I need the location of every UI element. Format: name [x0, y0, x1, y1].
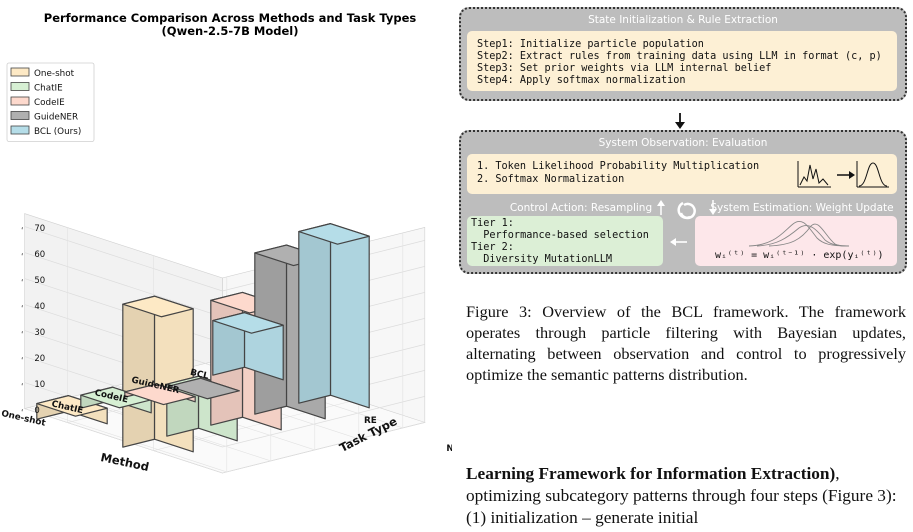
bar-left-face: [122, 295, 156, 448]
chart-subtitle: (Qwen-2.5-7B Model): [162, 24, 299, 38]
bar-codeie-re: [124, 383, 196, 406]
step-4: Step4: Apply softmax normalization: [477, 75, 686, 86]
z-tick-label: 0: [34, 406, 39, 416]
state-initialization-title: State Initialization & Rule Extraction: [588, 14, 778, 26]
z-tick-label: 70: [34, 224, 45, 234]
figure-caption: Figure 3: Overview of the BCL framework.…: [466, 302, 906, 384]
z-tick-label: 20: [34, 354, 45, 364]
legend-swatch: [10, 111, 30, 120]
z-tick-label: 50: [34, 276, 45, 286]
section-text: Learning Framework for Information Extra…: [466, 463, 911, 529]
tier-2-label: Tier 2:: [471, 242, 514, 253]
performance-chart: Performance Comparison Across Methods an…: [0, 0, 452, 532]
cycle-icons: [657, 200, 717, 220]
legend-label: GuideNER: [34, 113, 78, 123]
tier-2-detail: Diversity MutationLLM: [471, 254, 613, 265]
bar-top-face: [212, 312, 284, 334]
task-type-tick-label: RE: [364, 416, 377, 426]
bcl-framework-diagram: State Initialization & Rule Extraction S…: [455, 0, 913, 300]
system-estimation-title: System Estimation: Weight Update: [710, 202, 894, 214]
legend-swatch: [10, 96, 30, 106]
observation-panel: System Observation: Evaluation 1. Token …: [459, 130, 907, 274]
step-3: Step3: Set prior weights via LLM interna…: [477, 63, 772, 74]
legend-swatch: [10, 67, 30, 77]
observation-box: 1. Token Likelihood Probability Multipli…: [467, 154, 897, 194]
observation-title: System Observation: Evaluation: [598, 137, 768, 149]
bar-top-face: [298, 223, 370, 245]
legend-label: One-shot: [34, 69, 75, 79]
bar-bcl-ours--ner: [298, 223, 370, 409]
tier-1-label: Tier 1:: [471, 218, 514, 229]
method-tick-label: BCL: [189, 368, 210, 382]
bar3d-chart-svg: Performance Comparison Across Methods an…: [0, 11, 452, 474]
step-1: Step1: Initialize particle population: [477, 39, 704, 50]
task-type-tick-label: NER: [446, 444, 452, 454]
bar-left-face: [298, 223, 332, 404]
arrow-down-icon: [675, 113, 685, 129]
steps-box: Step1: Initialize particle population St…: [467, 31, 897, 91]
resampling-box: Tier 1: Performance-based selection Tier…: [467, 216, 663, 266]
bar-one-shot-re: [36, 395, 108, 425]
bar-top-face: [124, 383, 196, 406]
bar-bcl-ours--re: [212, 312, 284, 381]
tier-1-detail: Performance-based selection: [471, 230, 649, 241]
bar-top-face: [122, 295, 194, 318]
z-tick-label: 30: [34, 328, 45, 338]
legend-label: CodeIE: [34, 98, 65, 108]
bar-guidener-re: [168, 377, 240, 400]
legend-swatch: [10, 125, 30, 135]
observation-1: 1. Token Likelihood Probability Multipli…: [477, 161, 760, 172]
chart-bars: [36, 223, 370, 453]
z-tick-label: 40: [34, 302, 45, 312]
distribution-transform-icon: [797, 161, 889, 188]
arrow-left-icon: [670, 238, 687, 246]
z-tick-label: 60: [34, 250, 45, 260]
observation-2: 2. Softmax Normalization: [477, 174, 625, 185]
weight-curves-icon: [748, 220, 850, 247]
weight-update-box: wᵢ⁽ᵗ⁾ = wᵢ⁽ᵗ⁻¹⁾ · exp(yᵢ⁽ᵗ⁾): [695, 216, 897, 266]
chart-title: Performance Comparison Across Methods an…: [44, 11, 417, 25]
z-tick-label: 10: [34, 380, 45, 390]
section-heading-bold: Learning Framework for Information Extra…: [466, 464, 836, 483]
legend-label: BCL (Ours): [34, 127, 81, 137]
x-axis-label: Method: [99, 450, 150, 474]
state-initialization-panel: State Initialization & Rule Extraction S…: [459, 7, 907, 101]
legend-swatch: [10, 82, 30, 91]
z-gridline: [24, 408, 425, 474]
control-action-title: Control Action: Resampling: [509, 202, 653, 214]
section-heading-rest: , optimizing subcategory patterns throug…: [466, 464, 897, 527]
bar-top-face: [168, 377, 240, 400]
bar-front-face: [329, 223, 370, 409]
step-2: Step2: Extract rules from training data …: [477, 51, 882, 62]
legend-label: ChatIE: [34, 84, 63, 94]
weight-formula: wᵢ⁽ᵗ⁾ = wᵢ⁽ᵗ⁻¹⁾ · exp(yᵢ⁽ᵗ⁾): [715, 250, 884, 261]
